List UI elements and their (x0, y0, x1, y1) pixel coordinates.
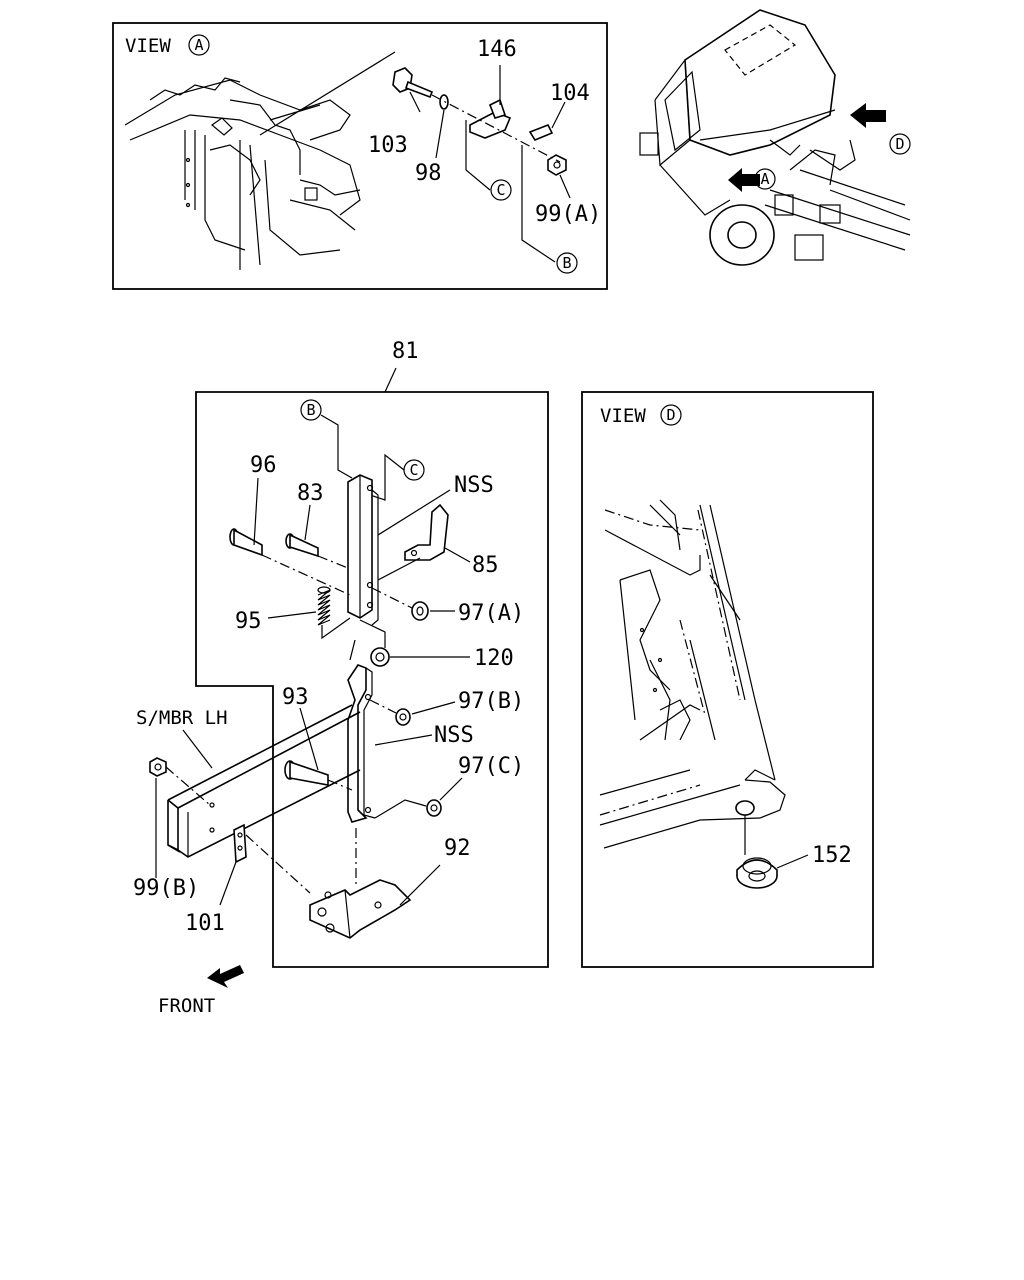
label-152: 152 (812, 843, 852, 868)
label-front: FRONT (158, 995, 215, 1017)
label-97a: 97(A) (458, 601, 524, 626)
front-arrow-icon (207, 965, 244, 988)
view-d-word: VIEW (600, 405, 646, 427)
label-103: 103 (368, 133, 408, 158)
label-83: 83 (297, 481, 324, 506)
view-a-circle (188, 34, 210, 56)
label-85: 85 (472, 553, 499, 578)
pin-83 (285, 533, 319, 558)
label-98: 98 (415, 161, 442, 186)
label-93: 93 (282, 685, 309, 710)
ref-a-circle (754, 168, 776, 190)
pin-96 (229, 528, 263, 557)
label-120: 120 (474, 646, 514, 671)
lower-link (347, 664, 376, 823)
assembly-81-frame (195, 391, 549, 968)
bolt-104 (528, 101, 566, 141)
truck-overview: A D (639, 9, 911, 266)
view-a-arrow (728, 168, 760, 192)
label-97b: 97(B) (458, 689, 524, 714)
washer-97c (426, 799, 442, 817)
label-97c: 97(C) (458, 754, 524, 779)
ref-b-letter-a: B (562, 254, 571, 272)
view-a-panel: VIEW A (112, 22, 608, 290)
washer-98 (439, 94, 449, 110)
pin-93 (284, 760, 329, 786)
label-101: 101 (185, 911, 225, 936)
view-a-letter: A (194, 36, 203, 54)
ref-c-circle-a (490, 179, 512, 201)
truck-wheel (709, 204, 775, 266)
upper-link (347, 474, 379, 626)
ref-b-circle (300, 399, 322, 421)
grommet-152 (736, 857, 778, 889)
label-nss-lower: NSS (434, 723, 474, 748)
view-a-frame-sketch (124, 77, 361, 270)
washer-97a (411, 601, 429, 621)
ref-a-letter: A (760, 170, 769, 188)
ref-c-letter-a: C (496, 181, 505, 199)
nut-99a (547, 154, 567, 176)
plate-101 (233, 823, 247, 864)
view-d-letter: D (666, 406, 675, 424)
label-92: 92 (444, 836, 471, 861)
ref-b-circle-a (556, 252, 578, 274)
label-96: 96 (250, 453, 277, 478)
ref-d-letter: D (895, 135, 904, 153)
nut-99b (149, 757, 167, 777)
view-d-frame (581, 391, 874, 968)
view-d-frame-sketch (599, 499, 786, 849)
label-99b: 99(B) (133, 876, 199, 901)
ref-b-letter: B (306, 401, 315, 419)
bracket-92 (309, 879, 412, 939)
bolt-103 (392, 67, 434, 113)
grommet-hole (735, 800, 755, 816)
label-104: 104 (550, 81, 590, 106)
washer-120 (370, 647, 390, 667)
label-146: 146 (477, 37, 517, 62)
view-a-frame (112, 22, 608, 290)
view-d-panel: VIEW D (581, 391, 874, 968)
main-assembly: 81 B C NSS 85 96 (133, 339, 549, 1017)
label-nss-upper: NSS (454, 473, 494, 498)
label-95: 95 (235, 609, 262, 634)
label-81: 81 (392, 339, 419, 364)
spring-95 (317, 586, 351, 640)
ref-c-letter: C (409, 461, 418, 479)
washer-97b (395, 708, 411, 726)
view-d-arrow (850, 103, 886, 128)
bracket-85 (404, 503, 449, 561)
ref-d-circle (889, 133, 911, 155)
truck-cab (684, 9, 836, 156)
side-member-lh (167, 704, 361, 858)
label-99a: 99(A) (535, 202, 601, 227)
label-smbr-lh: S/MBR LH (136, 707, 228, 729)
view-a-word: VIEW (125, 35, 171, 57)
view-d-circle (660, 404, 682, 426)
